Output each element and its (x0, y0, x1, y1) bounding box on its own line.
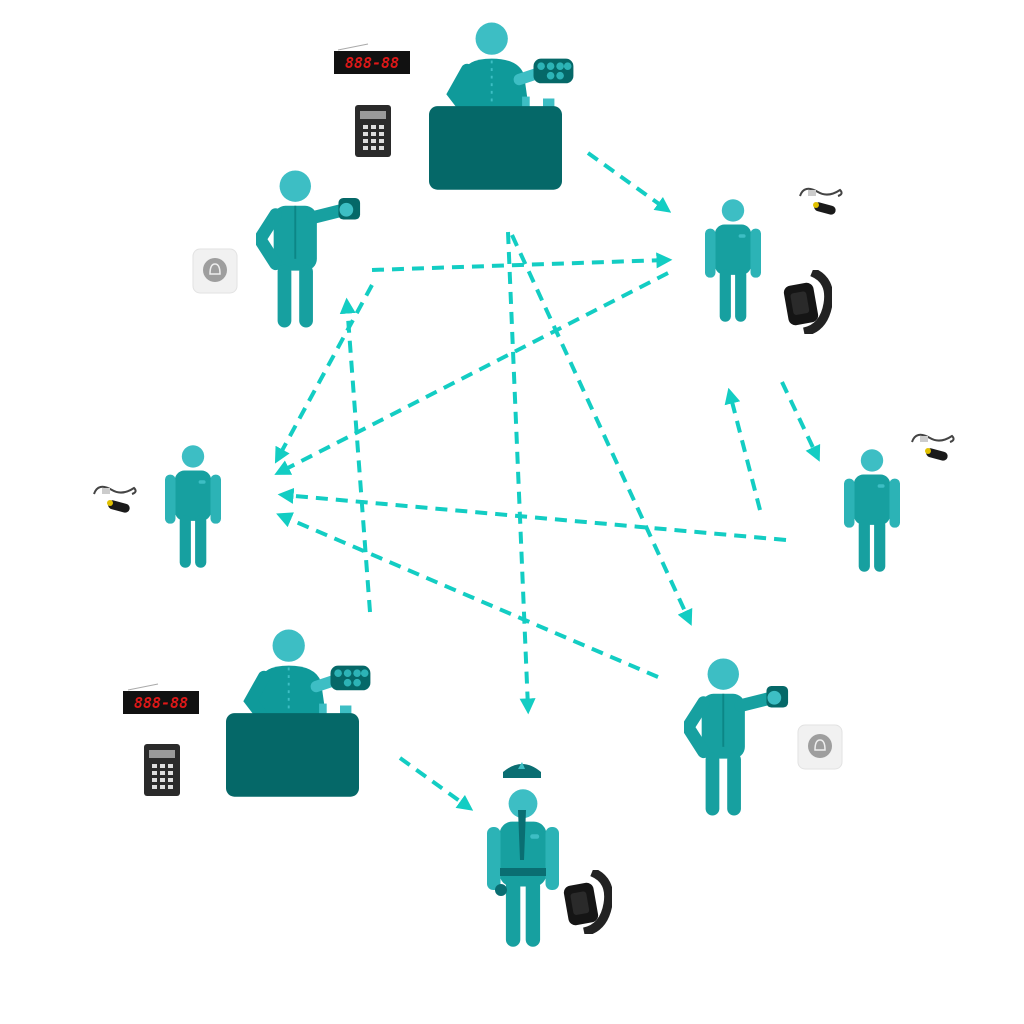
arrows (274, 151, 821, 811)
arrow (780, 381, 821, 462)
call-button-icon (797, 724, 843, 770)
staff-right-top (705, 187, 843, 332)
person-icon (705, 199, 761, 322)
arrow (586, 151, 672, 213)
led-display-text: 888-88 (134, 694, 188, 712)
arrow (276, 512, 659, 679)
arrow (398, 756, 474, 811)
staff-right (844, 433, 955, 572)
desk-person-icon (226, 630, 370, 797)
desk-person-icon (429, 23, 573, 190)
wristband-icon (783, 272, 829, 332)
keypad-icon (144, 744, 180, 796)
security-guard (487, 762, 609, 947)
police-cap-icon (503, 762, 541, 778)
earpiece-icon (93, 485, 137, 515)
reception-desk-bottom: 888-88 (123, 630, 370, 797)
led-display-icon: 888-88 (123, 683, 199, 714)
staff-left (93, 445, 221, 568)
person-icon (165, 445, 221, 568)
reception-desk-top: 888-88 (334, 23, 573, 190)
wristband-icon (563, 872, 609, 932)
led-display-text: 888-88 (345, 54, 399, 72)
arrow (510, 234, 693, 626)
led-display-icon: 888-88 (334, 43, 410, 74)
arrow (724, 387, 762, 511)
earpiece-icon (911, 433, 955, 463)
arrow (274, 271, 669, 475)
arrow (371, 252, 673, 272)
arrow (274, 284, 374, 464)
staff-call-button-left (192, 170, 360, 327)
keypad-icon (355, 105, 391, 157)
person-icon (688, 658, 788, 815)
arrow (339, 297, 372, 613)
person-icon (260, 170, 360, 327)
earpiece-icon (799, 187, 843, 217)
call-button-icon (192, 248, 238, 294)
arrow (506, 231, 536, 715)
person-icon (844, 449, 900, 572)
staff-call-button-right (688, 658, 843, 815)
arrow (277, 487, 787, 542)
